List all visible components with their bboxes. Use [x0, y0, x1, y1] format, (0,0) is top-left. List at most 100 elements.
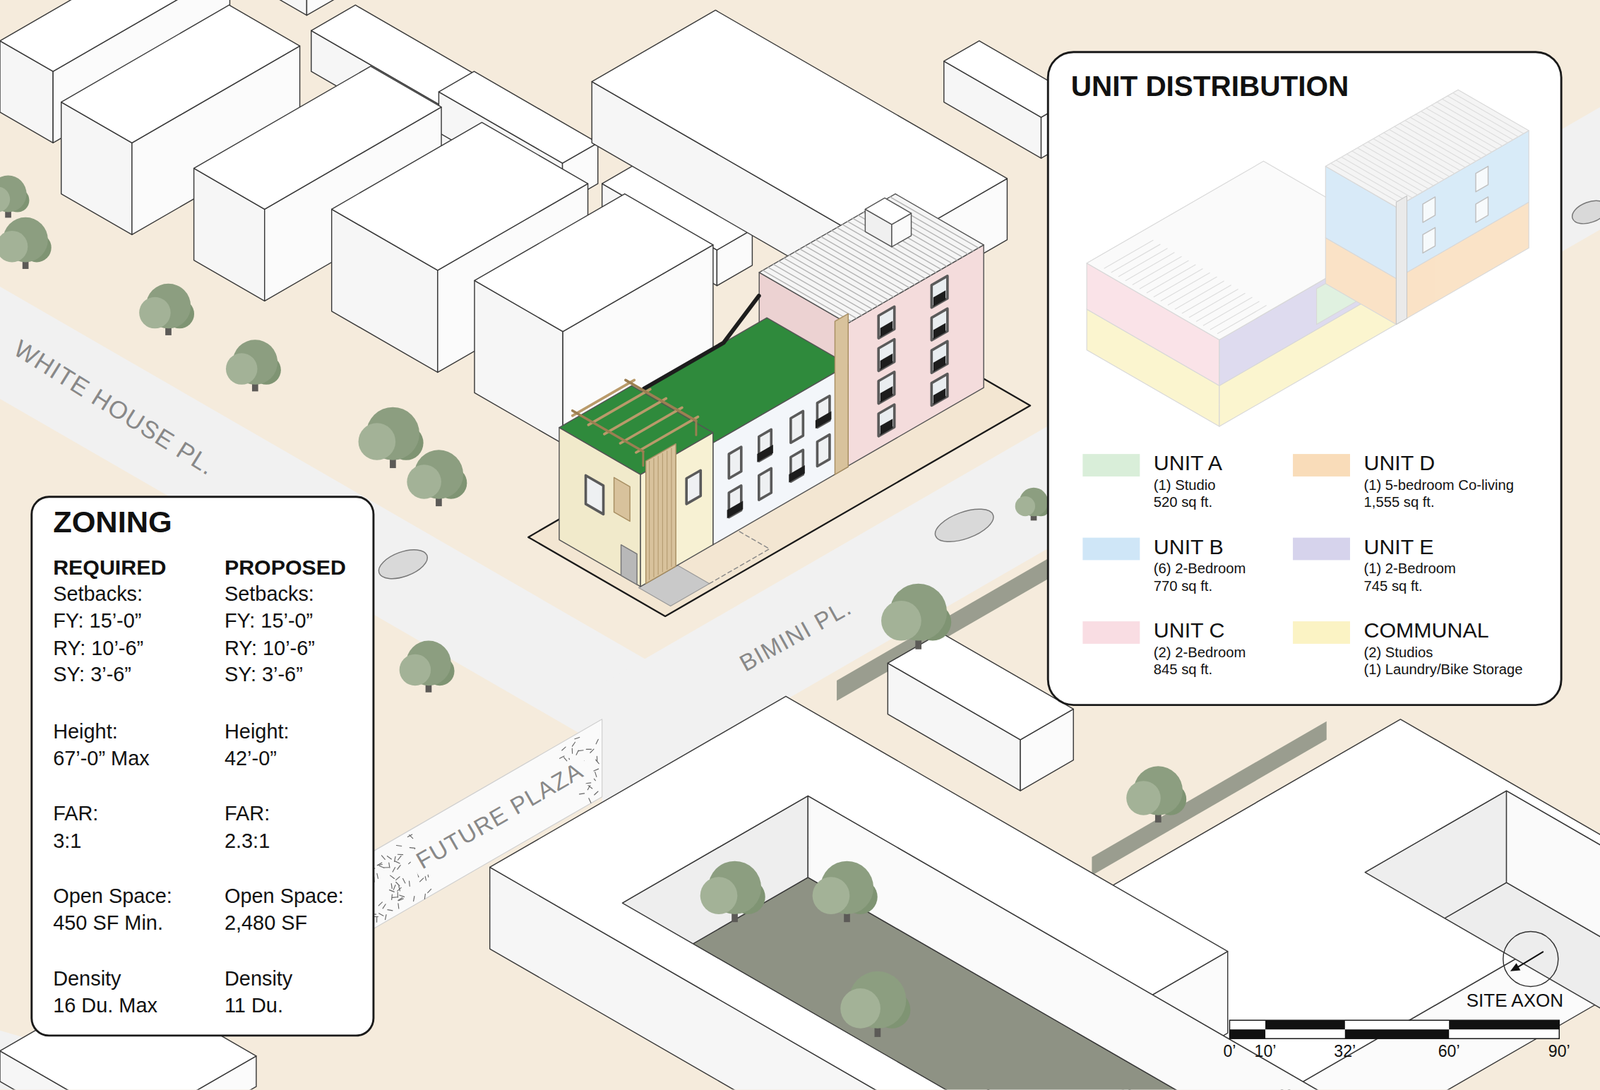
wood-slat — [666, 451, 668, 570]
puddle — [374, 544, 432, 585]
tree-canopy — [358, 422, 397, 461]
puddle — [1568, 196, 1600, 229]
plaza-hatch — [562, 747, 566, 751]
zoning-entry: Density — [52, 966, 121, 992]
pergola — [636, 416, 699, 453]
inset-roof-slats — [1139, 260, 1189, 289]
inset-roof-slats — [1415, 113, 1486, 155]
balcony — [727, 501, 744, 519]
plaza-hatch — [425, 875, 427, 881]
courtyard-edge — [1364, 790, 1600, 1021]
plaza-hatch — [579, 793, 585, 795]
legend-heading: COMMUNAL — [1364, 617, 1490, 643]
unit-axon-inset — [1046, 50, 1562, 707]
plaza-hatch — [424, 893, 426, 899]
unit-detail: 745 sq ft. — [1364, 576, 1423, 594]
zoning-entry: Open Space: — [52, 884, 173, 909]
inset-roof-slats — [1189, 288, 1238, 318]
plaza-hatch — [391, 884, 392, 889]
inset-window — [1475, 196, 1488, 222]
zoning-entry: 3:1 — [52, 828, 82, 854]
inset-roof-slats — [1330, 163, 1401, 205]
puddle — [931, 502, 998, 549]
scale-bar-segment — [1265, 1020, 1346, 1030]
plaza-hatch — [408, 881, 411, 887]
zoning-entry: Setbacks: — [224, 581, 315, 607]
wood-slat — [653, 458, 654, 578]
plaza-hatch — [571, 748, 573, 754]
zoning-entry: 42’-0” — [224, 745, 277, 771]
context-building — [474, 194, 714, 332]
north-arrow — [1514, 951, 1543, 970]
legend-swatch — [1082, 620, 1140, 644]
tree-canopy — [406, 464, 442, 500]
plaza-hatch — [382, 904, 386, 909]
legend-heading: UNIT A — [1153, 449, 1223, 476]
inset-roof-slats — [1378, 134, 1449, 176]
plaza-hatch — [384, 867, 390, 868]
inset-roof-slats — [1196, 293, 1245, 322]
pergola — [588, 389, 651, 426]
inset-roof-slats — [1404, 120, 1476, 161]
scale-dimension: 32’ — [1333, 1042, 1356, 1062]
plaza-hatch — [397, 865, 401, 870]
legend-heading: UNIT B — [1153, 533, 1224, 559]
inset-roof-slats — [1203, 297, 1252, 326]
inset-roof-slats — [1393, 125, 1465, 167]
plaza-hatch — [399, 895, 405, 897]
plaza-hatch — [396, 876, 400, 881]
inset-roof-slats — [1452, 92, 1524, 134]
tree-canopy — [1126, 780, 1161, 816]
plaza-hatch — [396, 845, 402, 846]
wood-slat — [648, 461, 650, 580]
pink-block — [759, 194, 984, 325]
plaza-hatch — [397, 855, 402, 861]
legend-swatch — [1292, 453, 1350, 476]
courtyard-wall — [1364, 790, 1507, 965]
zoning-entry: SY: 3’-6” — [224, 662, 303, 688]
plaza-hatch — [409, 847, 415, 849]
inset-roof-slats — [1446, 95, 1518, 137]
legend-swatch — [1082, 453, 1140, 476]
pergola-post — [641, 451, 644, 467]
legend-heading: UNIT D — [1364, 449, 1436, 476]
inset-roof-slats — [1174, 280, 1224, 309]
inset-roof-slats — [1367, 141, 1439, 183]
tree-canopy — [0, 230, 28, 263]
courtyard-wall — [807, 795, 1329, 1090]
window — [790, 410, 803, 443]
zoning-entry: Open Space: — [224, 884, 344, 909]
unit-detail: (1) Studio — [1153, 475, 1216, 493]
inset-roof-slats — [1217, 305, 1267, 334]
plaza-hatch — [427, 888, 432, 893]
balcony — [880, 418, 894, 435]
zoning-entry: 2.3:1 — [224, 828, 270, 854]
tree-canopy — [812, 876, 851, 915]
unit-detail: 1,555 sq ft. — [1364, 493, 1435, 511]
inset-roof-slats — [1388, 129, 1460, 171]
plaza-hatch — [389, 862, 390, 868]
inset-stair — [1395, 195, 1407, 325]
inset-roof-slats — [1103, 240, 1153, 269]
scale-dimension: 90’ — [1548, 1042, 1571, 1062]
unit-axon-group — [1085, 88, 1528, 426]
pergola — [572, 410, 644, 452]
inset-block — [1325, 88, 1529, 207]
north-circle — [1503, 931, 1559, 987]
inset-window — [1475, 165, 1488, 192]
zoning-entry: SY: 3’-6” — [52, 662, 132, 688]
window — [931, 341, 948, 373]
plaza-hatch — [396, 882, 400, 887]
balcony — [880, 353, 894, 370]
plaza-hatch — [394, 861, 400, 864]
inset-roof-slats — [1210, 300, 1259, 330]
zoning-entry: RY: 10’-6” — [52, 635, 144, 661]
inset-roof-slats — [1346, 153, 1418, 195]
scale-bar-segment — [1229, 1029, 1266, 1039]
pergola — [604, 398, 667, 435]
tree-canopy — [399, 654, 432, 687]
panel-title: ZONING — [52, 504, 173, 541]
plaza-hatch — [420, 878, 424, 882]
